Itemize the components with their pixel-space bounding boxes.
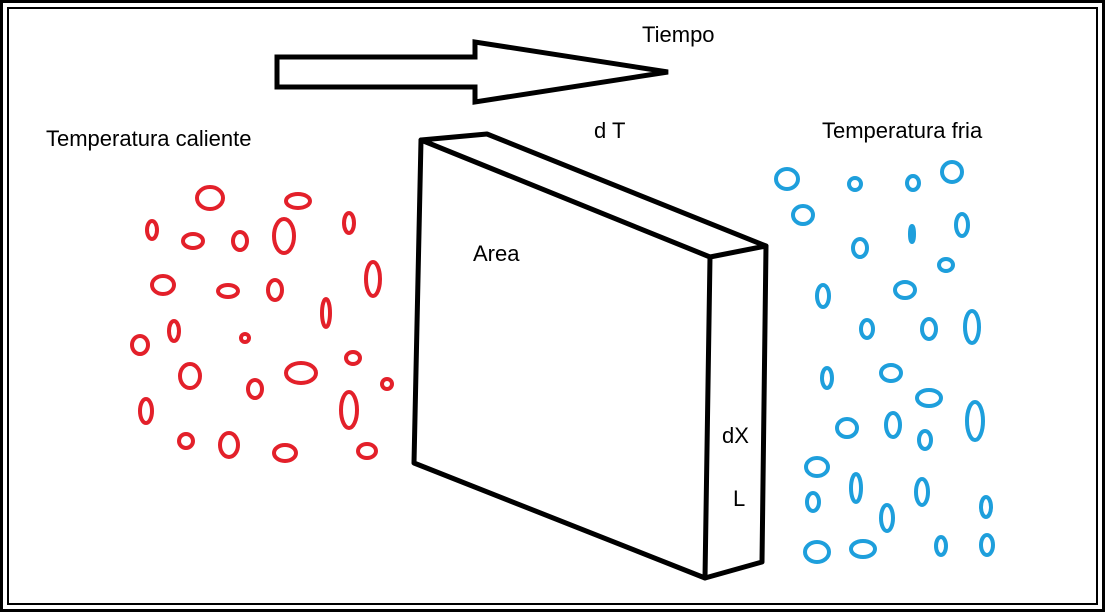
- hot-particle: [246, 378, 264, 400]
- cold-particle: [805, 491, 821, 513]
- hot-particle: [138, 397, 154, 425]
- cold-particle: [804, 456, 830, 478]
- hot-particle: [339, 390, 359, 430]
- cold-temperature-label: Temperatura fria: [822, 118, 983, 143]
- hot-temperature-label: Temperatura caliente: [46, 126, 252, 151]
- cold-particle: [954, 212, 970, 238]
- cold-particle: [908, 224, 916, 244]
- cold-particle: [820, 366, 834, 390]
- cold-particle: [915, 388, 943, 408]
- cold-particle: [774, 167, 800, 191]
- hot-particle: [167, 319, 181, 343]
- thickness-dx-label: dX: [722, 423, 749, 448]
- hot-particle: [150, 274, 176, 296]
- cold-particle: [963, 309, 981, 345]
- hot-particles: [130, 185, 394, 463]
- hot-particle: [145, 219, 159, 241]
- cold-particle: [914, 477, 930, 507]
- hot-particle: [380, 377, 394, 391]
- cold-particle: [965, 400, 985, 442]
- cold-particle: [893, 280, 917, 300]
- slab-side-face: [702, 243, 769, 581]
- hot-particle: [342, 211, 356, 235]
- hot-particle: [320, 297, 332, 329]
- cold-particle: [803, 540, 831, 564]
- cold-particle: [847, 176, 863, 192]
- hot-particle: [284, 361, 318, 385]
- length-l-label: L: [733, 486, 746, 511]
- cold-particles: [774, 160, 995, 564]
- hot-particle: [181, 232, 205, 250]
- cold-particle: [879, 363, 903, 383]
- cold-particle: [979, 495, 993, 519]
- hot-particle: [344, 350, 362, 366]
- hot-particle: [272, 443, 298, 463]
- delta-temperature-label: d T: [594, 118, 626, 143]
- hot-particle: [364, 260, 382, 298]
- hot-particle: [231, 230, 249, 252]
- area-label: Area: [473, 241, 520, 266]
- cold-particle: [879, 503, 895, 533]
- cold-particle: [791, 204, 815, 226]
- cold-particle: [849, 539, 877, 559]
- cold-particle: [937, 257, 955, 273]
- cold-particle: [859, 318, 875, 340]
- hot-particle: [130, 334, 150, 356]
- cold-particle: [815, 283, 831, 309]
- cold-particle: [835, 417, 859, 439]
- cold-particle: [917, 429, 933, 451]
- hot-particle: [195, 185, 225, 211]
- time-arrow-icon: [274, 39, 669, 105]
- hot-particle: [216, 283, 240, 299]
- time-label: Tiempo: [642, 22, 715, 47]
- hot-particle: [178, 362, 202, 390]
- slab-top-face: [418, 131, 769, 260]
- cold-particle: [940, 160, 964, 184]
- cold-particle: [851, 237, 869, 259]
- hot-particle: [284, 192, 312, 210]
- hot-particle: [177, 432, 195, 450]
- slab-block-icon: [411, 131, 769, 581]
- hot-particle: [218, 431, 240, 459]
- cold-particle: [884, 411, 902, 439]
- hot-particle: [356, 442, 378, 460]
- cold-particle: [934, 535, 948, 557]
- cold-particle: [979, 533, 995, 557]
- hot-particle: [266, 278, 284, 302]
- cold-particle: [920, 317, 938, 341]
- cold-particle: [849, 472, 863, 504]
- cold-particle: [905, 174, 921, 192]
- hot-particle: [239, 332, 251, 344]
- hot-particle: [272, 217, 296, 255]
